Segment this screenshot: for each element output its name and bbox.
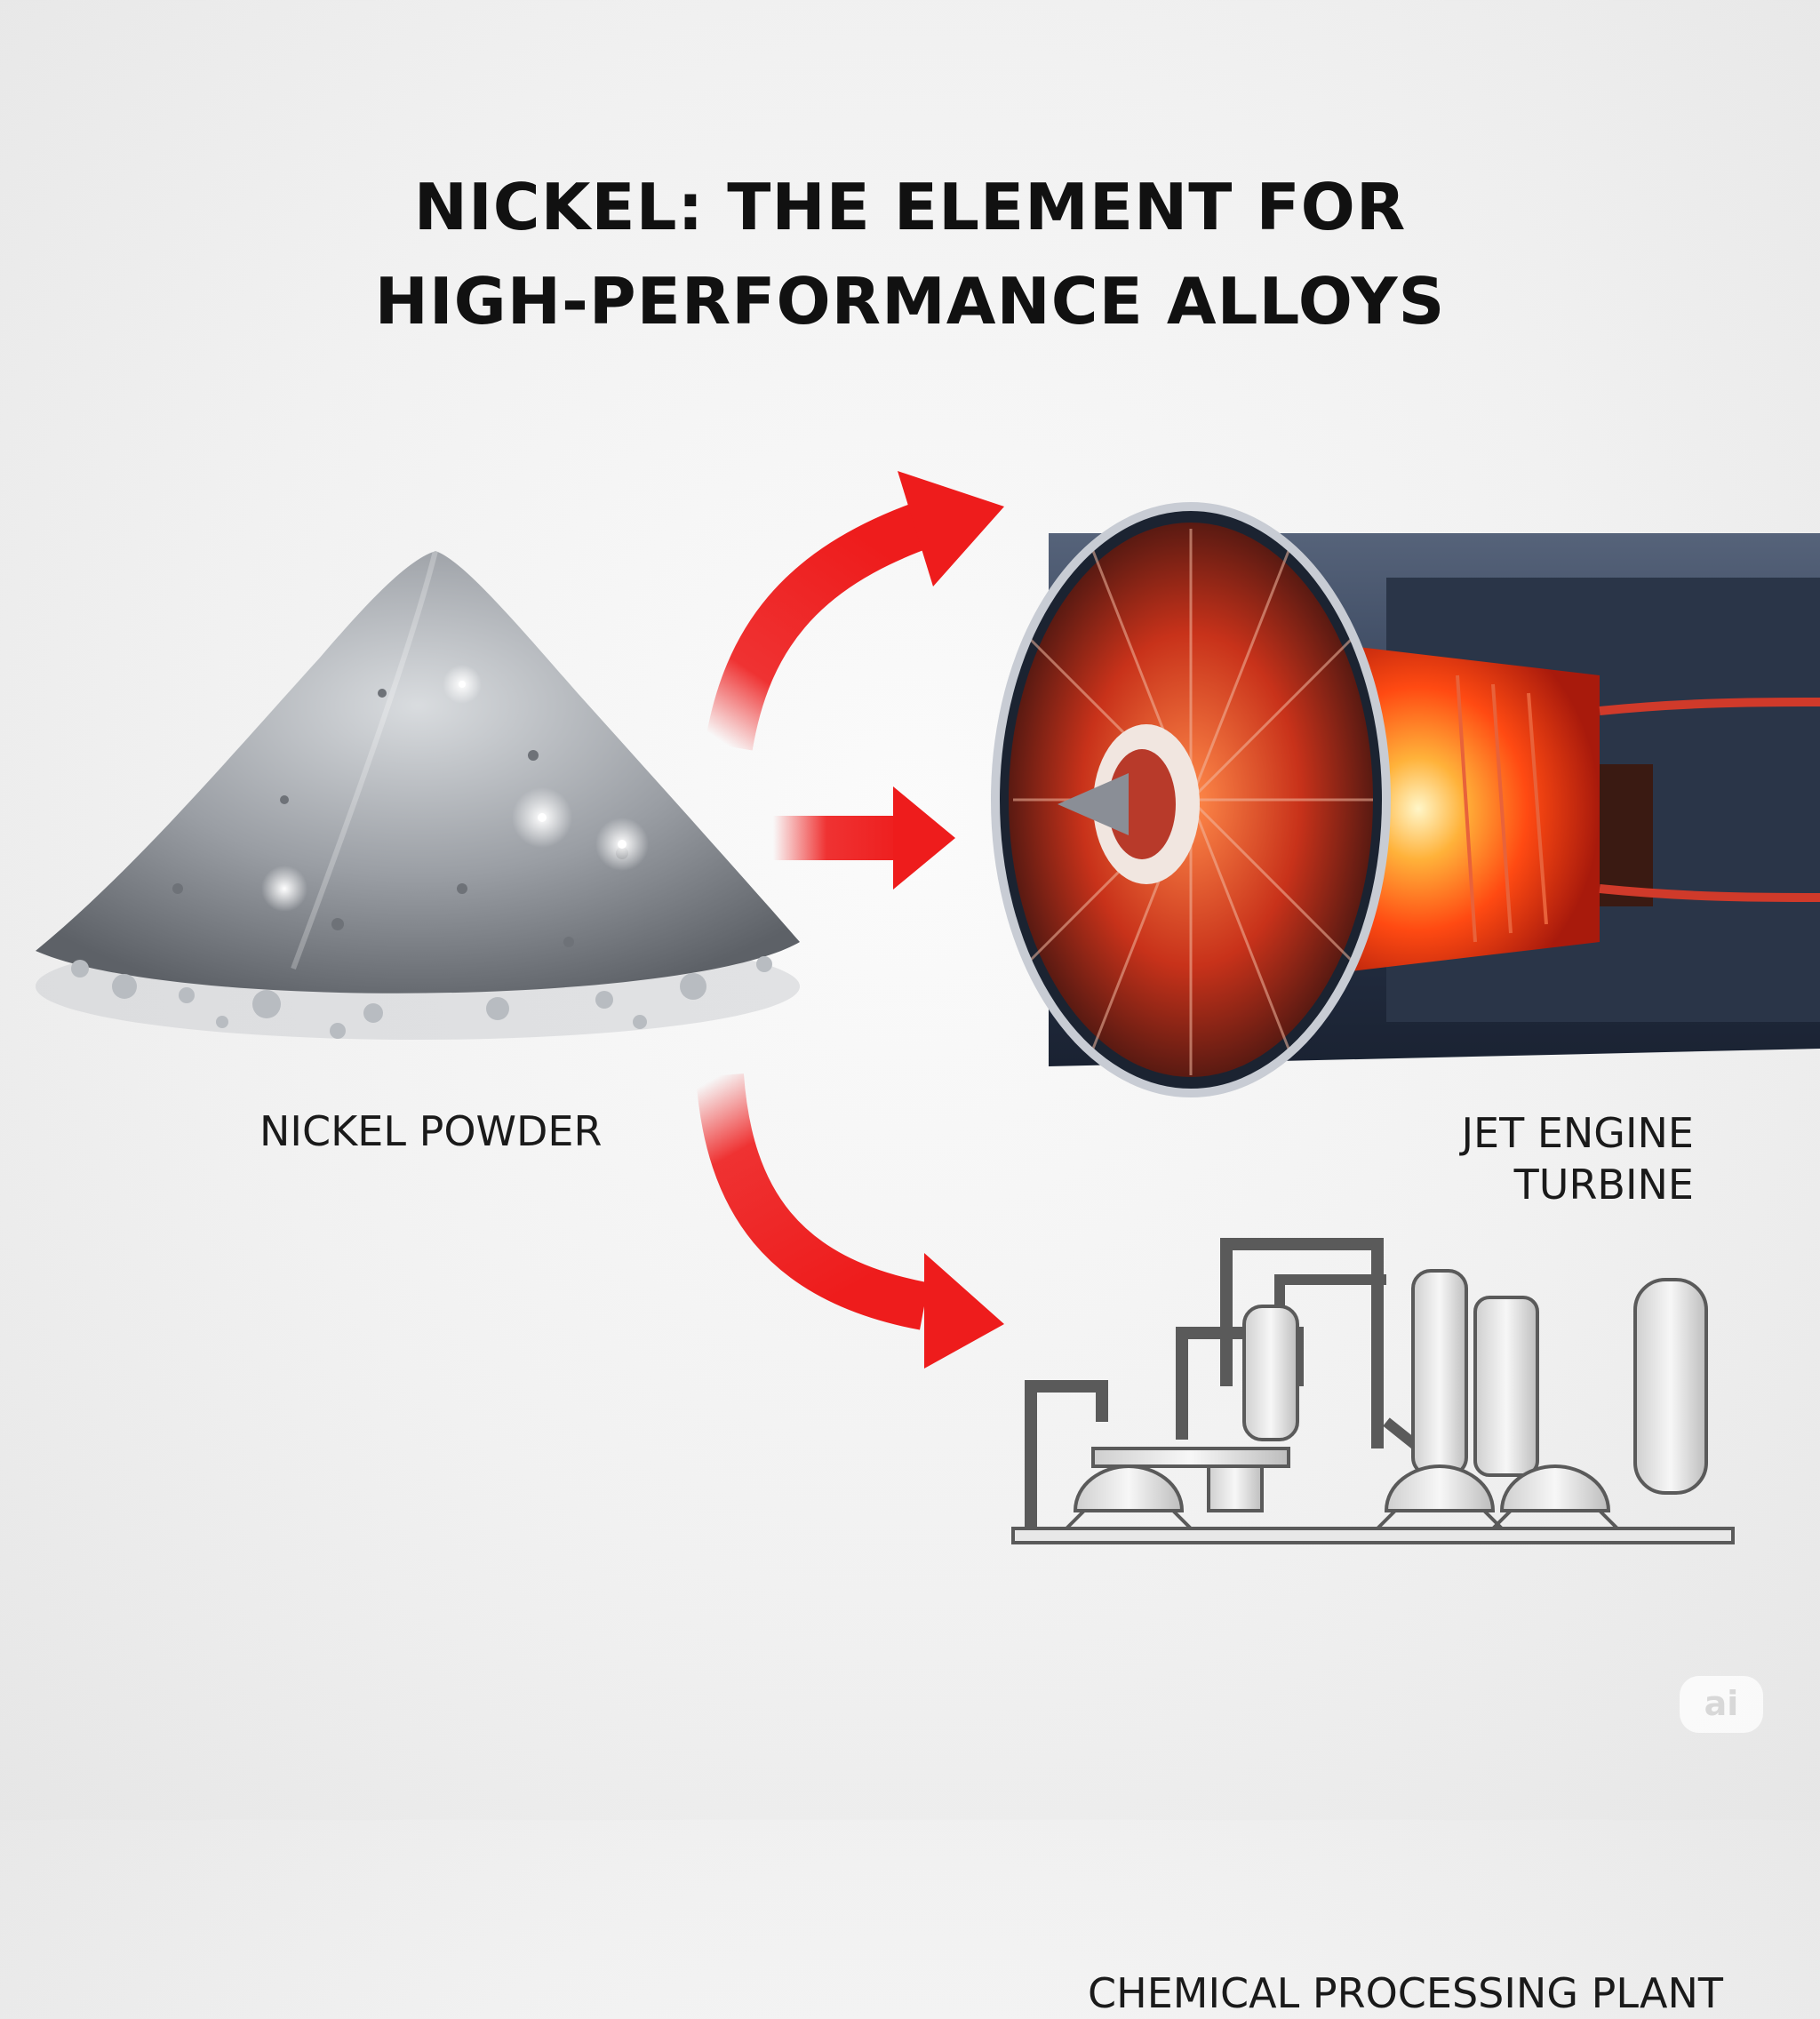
curved-arrow-up-icon — [705, 471, 1004, 751]
straight-arrow-icon — [773, 786, 955, 890]
title-line-2: HIGH-PERFORMANCE ALLOYS — [374, 264, 1446, 339]
curved-arrow-down-icon — [696, 1073, 1004, 1369]
turbine-label-line-1: JET ENGINE — [1461, 1109, 1694, 1157]
page-title: NICKEL: THE ELEMENT FOR HIGH-PERFORMANCE… — [0, 160, 1820, 348]
title-line-1: NICKEL: THE ELEMENT FOR — [413, 170, 1407, 244]
chemical-plant-line-art-icon — [1011, 1238, 1735, 1544]
jet-engine-turbine-icon — [991, 502, 1820, 1097]
turbine-label-line-2: TURBINE — [1513, 1161, 1694, 1209]
jet-engine-turbine-label: JET ENGINE TURBINE — [1333, 1107, 1694, 1210]
sparkle-icon — [261, 665, 649, 912]
diagram-canvas — [36, 471, 1820, 1544]
ai-watermark-badge: ai — [1680, 1676, 1763, 1733]
nickel-powder-label: NICKEL POWDER — [259, 1107, 603, 1155]
chemical-plant-label: CHEMICAL PROCESSING PLANT — [1088, 1969, 1723, 2017]
nickel-powder-pile-icon — [36, 550, 800, 1040]
